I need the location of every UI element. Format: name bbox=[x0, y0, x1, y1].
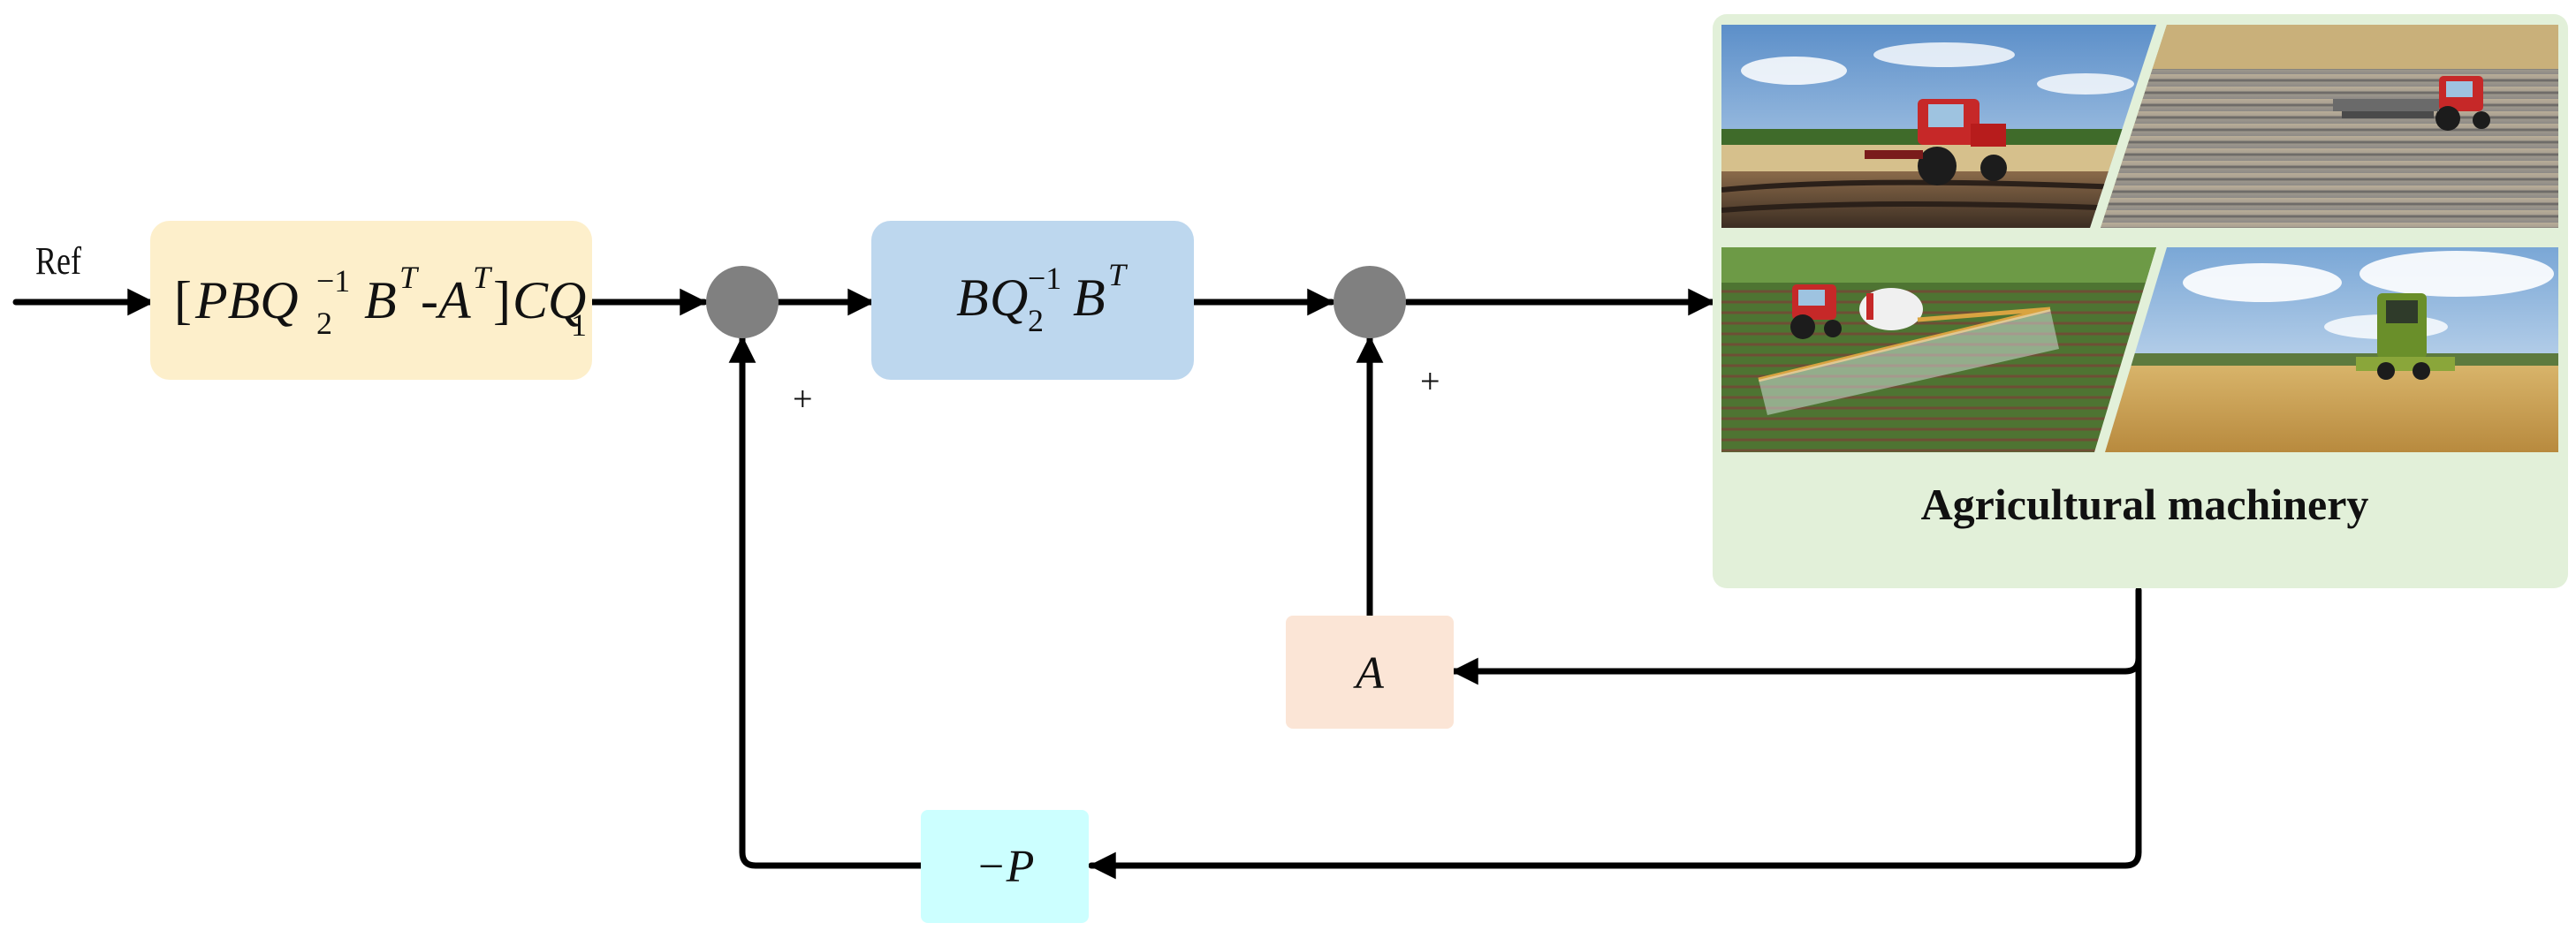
photo-combine-harvesting bbox=[2105, 247, 2558, 452]
state-matrix-block: A bbox=[1286, 616, 1454, 729]
summing-junction-2-sign: + bbox=[1420, 361, 1440, 401]
gain-q2-superscript: −1 bbox=[1028, 261, 1061, 296]
feedforward-q1: Q bbox=[548, 271, 586, 329]
feedback-gain-block-box bbox=[921, 810, 1089, 923]
gain-q2: Q bbox=[990, 269, 1028, 327]
gain-t: T bbox=[1108, 257, 1128, 292]
state-matrix-block-box bbox=[1286, 616, 1454, 729]
gain-q2-subscript: 2 bbox=[1028, 303, 1044, 338]
summing-junction-1 bbox=[706, 266, 779, 338]
feedforward-p: P bbox=[194, 271, 228, 329]
feedforward-c: C bbox=[513, 271, 549, 329]
summing-junction-2 bbox=[1334, 266, 1406, 338]
gain-block: B Q −1 2 B T bbox=[871, 221, 1194, 380]
feedforward-expression: [PBQ bbox=[174, 271, 299, 329]
feedforward-q2: Q bbox=[260, 271, 298, 329]
plant-panel-title: Agricultural machinery bbox=[1921, 480, 2369, 529]
seeder-tractor-icon bbox=[2333, 76, 2490, 131]
p-to-sum1-arrow bbox=[728, 335, 924, 869]
feedforward-t2: T bbox=[473, 260, 493, 295]
feedforward-minus: - bbox=[421, 271, 438, 329]
feedback-gain-block: −P bbox=[921, 810, 1089, 923]
photo-tractor-seeding bbox=[2101, 25, 2558, 228]
plant-panel: Agricultural machinery bbox=[1713, 14, 2568, 588]
feedforward-t1: T bbox=[399, 260, 420, 295]
feedforward-q1-subscript: 1 bbox=[571, 307, 587, 343]
feedback-gain-label: −P bbox=[976, 842, 1035, 892]
photo-tractor-plowing bbox=[1721, 25, 2156, 228]
photo-tractor-spraying bbox=[1721, 247, 2156, 452]
feedforward-q2-superscript: −1 bbox=[316, 263, 350, 299]
feedforward-block: [PBQ −1 2 B T - A T ] C Q 1 bbox=[150, 221, 592, 380]
sprayer-tractor-icon bbox=[1758, 284, 2059, 415]
plant-to-a-feedback-arrow bbox=[1450, 586, 2142, 685]
tractor-icon bbox=[1865, 99, 2007, 185]
combine-harvester-icon bbox=[2356, 293, 2455, 380]
feedforward-q2-subscript: 2 bbox=[316, 306, 332, 341]
feedforward-open-bracket: [ bbox=[174, 271, 192, 329]
feedforward-block-box bbox=[150, 221, 592, 380]
connection-lines bbox=[12, 288, 2142, 880]
feedforward-b1: B bbox=[228, 271, 261, 329]
gain-block-box bbox=[871, 221, 1194, 380]
gain-b2: B bbox=[1073, 269, 1106, 327]
state-matrix-label: A bbox=[1353, 648, 1384, 699]
summing-junction-1-sign: + bbox=[793, 379, 813, 419]
plant-to-p-feedback-arrow bbox=[1088, 654, 2142, 880]
feedforward-b2: B bbox=[364, 271, 397, 329]
ref-label: Ref bbox=[35, 239, 81, 283]
feedforward-close-bracket: ] bbox=[493, 271, 511, 329]
feedforward-a: A bbox=[435, 271, 471, 329]
gain-b1: B bbox=[956, 269, 989, 327]
